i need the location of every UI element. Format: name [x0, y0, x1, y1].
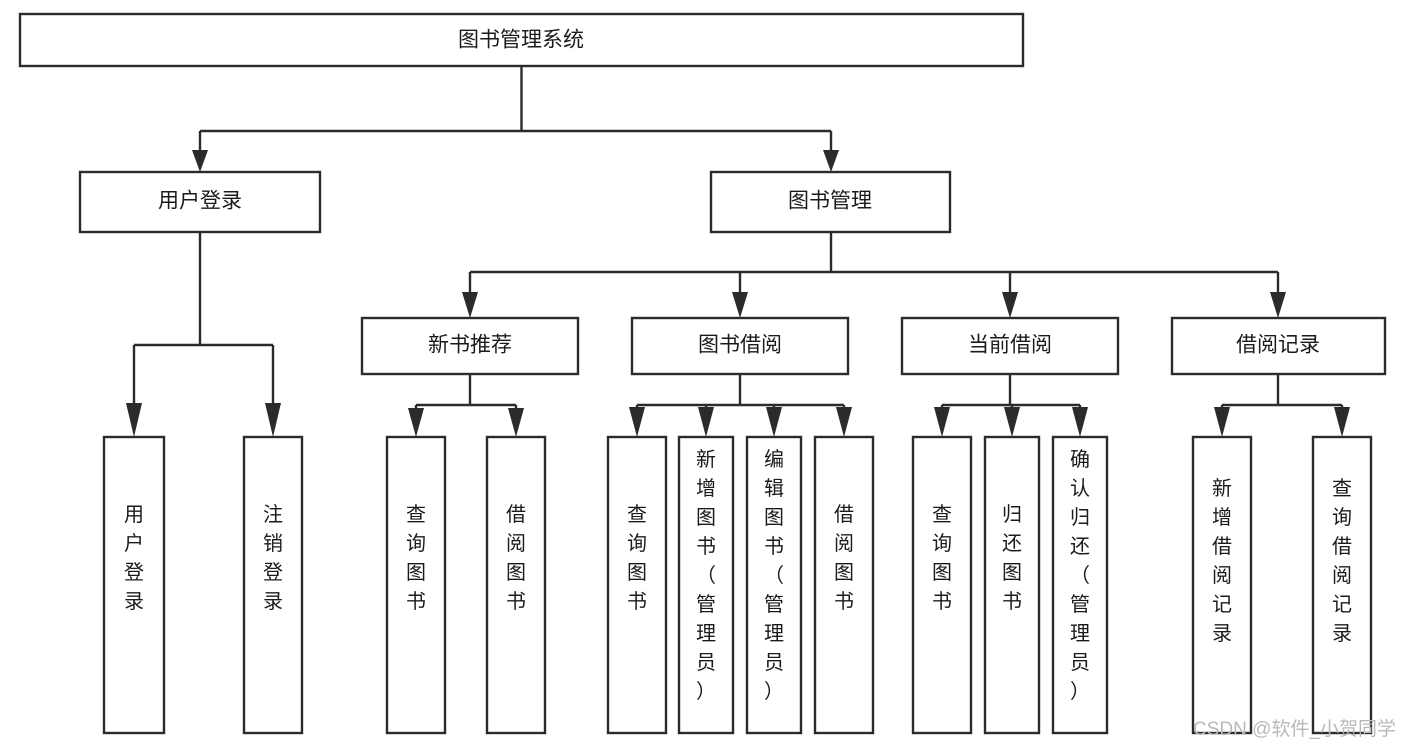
node-leaf-edit-book-box[interactable]	[745, 435, 803, 735]
arrowhead-leaf-query-book-rec	[408, 408, 424, 437]
node-leaf-logout[interactable]: 注销登录	[242, 435, 304, 735]
node-leaf-logout-label: 注销登录	[263, 503, 283, 613]
node-leaf-edit-book-label: 编辑图书（管理员）	[764, 448, 784, 703]
node-leaf-query-book-borrow-label: 查询图书	[627, 503, 647, 613]
node-leaf-query-book-rec-box[interactable]	[385, 435, 447, 735]
node-leaf-user-login[interactable]: 用户登录	[102, 435, 166, 735]
connector-layer	[126, 66, 1350, 437]
arrowhead-book-borrow	[732, 292, 748, 318]
node-user-login-label: 用户登录	[158, 190, 242, 213]
node-leaf-confirm-return[interactable]: 确认归还（管理员）	[1051, 435, 1109, 735]
arrowhead-borrow-record	[1270, 292, 1286, 318]
node-borrow-record[interactable]: 借阅记录	[1170, 316, 1387, 376]
arrowhead-leaf-edit-book	[766, 407, 782, 437]
arrowhead-leaf-borrow-book-rec	[508, 408, 524, 437]
node-user-login[interactable]: 用户登录	[78, 170, 322, 234]
node-leaf-add-book-label: 新增图书（管理员）	[696, 448, 716, 703]
arrowhead-leaf-query-book-cur	[934, 407, 950, 437]
node-current-borrow-label: 当前借阅	[968, 334, 1052, 357]
node-leaf-add-record-box[interactable]	[1191, 435, 1253, 735]
node-leaf-borrow-book-rec-box[interactable]	[485, 435, 547, 735]
node-leaf-logout-box[interactable]	[242, 435, 304, 735]
arrowhead-current-borrow	[1002, 292, 1018, 318]
node-leaf-query-book-cur-box[interactable]	[911, 435, 973, 735]
node-leaf-user-login-box[interactable]	[102, 435, 166, 735]
node-borrow-record-label: 借阅记录	[1236, 334, 1320, 357]
node-new-book-recommend[interactable]: 新书推荐	[360, 316, 580, 376]
arrowhead-leaf-query-record	[1334, 407, 1350, 437]
node-book-manage[interactable]: 图书管理	[709, 170, 952, 234]
node-current-borrow[interactable]: 当前借阅	[900, 316, 1120, 376]
arrowhead-leaf-add-record	[1214, 407, 1230, 437]
node-leaf-query-book-borrow[interactable]: 查询图书	[606, 435, 668, 735]
node-new-book-recommend-label: 新书推荐	[428, 334, 512, 357]
node-leaf-query-book-cur[interactable]: 查询图书	[911, 435, 973, 735]
node-leaf-confirm-return-label: 确认归还（管理员）	[1070, 448, 1090, 703]
node-book-manage-label: 图书管理	[788, 190, 872, 213]
node-leaf-return-book-box[interactable]	[983, 435, 1041, 735]
node-book-manage-box[interactable]	[709, 170, 952, 234]
node-root-label: 图书管理系统	[458, 29, 584, 52]
node-leaf-add-book[interactable]: 新增图书（管理员）	[677, 435, 735, 735]
arrowhead-leaf-query-book-borrow	[629, 407, 645, 437]
node-leaf-confirm-return-box[interactable]	[1051, 435, 1109, 735]
node-borrow-record-box[interactable]	[1170, 316, 1387, 376]
node-book-borrow-label: 图书借阅	[698, 334, 782, 357]
arrowhead-user-login	[192, 150, 208, 172]
node-leaf-query-record-box[interactable]	[1311, 435, 1373, 735]
arrowhead-new-book	[462, 292, 478, 318]
node-leaf-query-record[interactable]: 查询借阅记录	[1311, 435, 1373, 735]
node-leaf-add-record-label: 新增借阅记录	[1212, 477, 1232, 645]
node-leaf-borrow-book[interactable]: 借阅图书	[813, 435, 875, 735]
node-leaf-add-book-box[interactable]	[677, 435, 735, 735]
node-leaf-return-book[interactable]: 归还图书	[983, 435, 1041, 735]
node-leaf-borrow-book-rec-label: 借阅图书	[506, 503, 526, 613]
node-book-borrow-box[interactable]	[630, 316, 850, 376]
node-root[interactable]: 图书管理系统	[18, 12, 1025, 68]
node-leaf-query-book-borrow-box[interactable]	[606, 435, 668, 735]
csdn-watermark: CSDN @软件_小贺同学	[1193, 718, 1396, 740]
node-user-login-box[interactable]	[78, 170, 322, 234]
node-new-book-recommend-box[interactable]	[360, 316, 580, 376]
node-leaf-borrow-book-label: 借阅图书	[834, 503, 854, 613]
node-current-borrow-box[interactable]	[900, 316, 1120, 376]
node-leaf-query-record-label: 查询借阅记录	[1332, 477, 1352, 645]
arrowhead-leaf-user-login	[126, 403, 142, 437]
node-leaf-query-book-rec[interactable]: 查询图书	[385, 435, 447, 735]
arrowhead-leaf-borrow-book	[836, 407, 852, 437]
arrowhead-leaf-confirm-return	[1072, 407, 1088, 437]
node-leaf-query-book-rec-label: 查询图书	[406, 503, 426, 613]
node-root-box[interactable]	[18, 12, 1025, 68]
node-leaf-edit-book[interactable]: 编辑图书（管理员）	[745, 435, 803, 735]
node-leaf-borrow-book-box[interactable]	[813, 435, 875, 735]
arrowhead-book-manage	[823, 150, 839, 172]
node-leaf-user-login-label: 用户登录	[124, 504, 144, 613]
arrowhead-leaf-logout	[265, 403, 281, 437]
node-leaf-return-book-label: 归还图书	[1002, 503, 1022, 613]
node-leaf-query-book-cur-label: 查询图书	[932, 503, 952, 613]
node-book-borrow[interactable]: 图书借阅	[630, 316, 850, 376]
node-leaf-add-record[interactable]: 新增借阅记录	[1191, 435, 1253, 735]
arrowhead-leaf-return-book	[1004, 407, 1020, 437]
node-leaf-borrow-book-rec[interactable]: 借阅图书	[485, 435, 547, 735]
arrowhead-leaf-add-book	[698, 407, 714, 437]
leaf-layer: 用户登录 注销登录 查询图书 借阅图书 查询图书 新增图书（管理员）	[102, 435, 1373, 735]
